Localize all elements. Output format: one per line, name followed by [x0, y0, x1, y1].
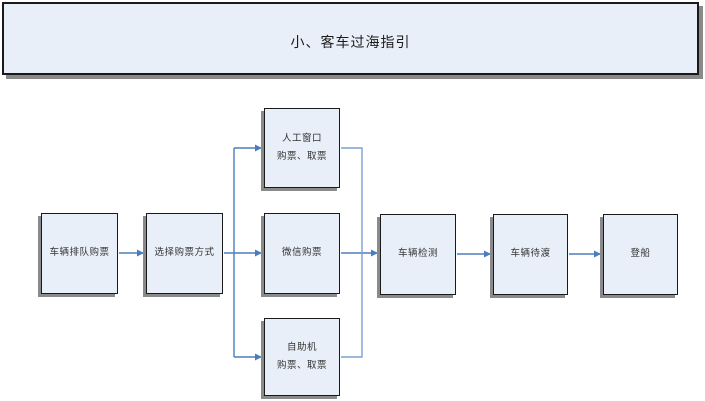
node-vehicle-waiting-ferry: 车辆待渡	[493, 214, 568, 295]
node-manual-window: 人工窗口 购票、取票	[264, 108, 340, 188]
node-self-service-kiosk-label-line1: 自助机	[286, 341, 317, 353]
page-title-banner: 小、客车过海指引	[2, 2, 699, 75]
node-boarding: 登船	[603, 214, 678, 295]
node-self-service-kiosk: 自助机 购票、取票	[264, 318, 340, 396]
node-vehicle-waiting-ferry-label: 车辆待渡	[510, 248, 551, 260]
node-choose-ticket-method: 选择购票方式	[146, 213, 223, 294]
node-vehicle-queue-label: 车辆排队购票	[49, 247, 110, 259]
node-self-service-kiosk-label-line2: 购票、取票	[276, 360, 327, 371]
node-wechat-ticket: 微信购票	[264, 213, 340, 294]
node-wechat-ticket-label: 微信购票	[281, 247, 322, 259]
page-title: 小、客车过海指引	[290, 34, 411, 51]
node-boarding-label: 登船	[630, 248, 651, 260]
node-vehicle-queue: 车辆排队购票	[41, 213, 118, 294]
connector-kiosk-merge	[341, 254, 363, 358]
node-manual-window-label-line1: 人工窗口	[281, 132, 322, 144]
node-vehicle-inspection-label: 车辆检测	[397, 248, 438, 260]
node-manual-window-label-line2: 购票、取票	[276, 151, 327, 162]
node-vehicle-inspection: 车辆检测	[380, 214, 456, 295]
connector-manual-window-merge	[341, 147, 363, 252]
node-choose-ticket-method-label: 选择购票方式	[154, 247, 215, 259]
